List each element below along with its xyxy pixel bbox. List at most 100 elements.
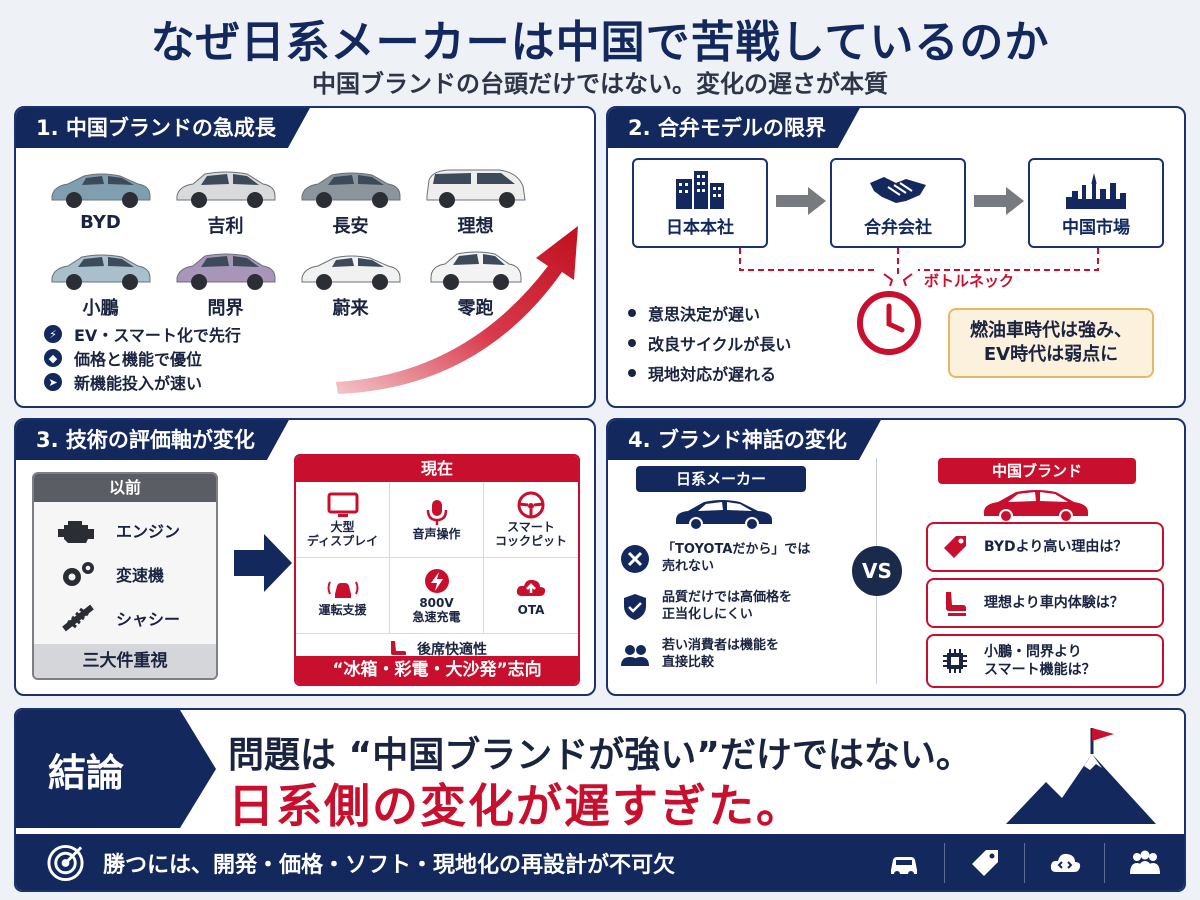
feature-text: 価格と機能で優位 <box>74 350 203 369</box>
japan-point-line1: 品質だけでは高価格を <box>662 590 793 605</box>
china-point-line1: 理想より車内体験は？ <box>984 594 1124 611</box>
city-skyline-icon <box>1066 172 1126 209</box>
price-tag-icon <box>971 850 998 876</box>
china-point-line1: BYDより高い理由は？ <box>984 538 1128 555</box>
brand-card: 理想 <box>413 162 538 238</box>
feature-item: ⚡ EV・スマート化で先行 <box>44 322 241 346</box>
japan-point-line2: 売れない <box>662 558 715 574</box>
bar-icon-cell <box>1024 843 1104 883</box>
gears-icon <box>63 562 94 586</box>
chip-icon <box>943 649 967 673</box>
car-icon <box>176 253 275 290</box>
now-footer: “冰箱・彩電・大沙発”志向 <box>296 656 578 684</box>
shield-check-icon <box>624 593 646 620</box>
brand-name: 問界 <box>207 298 244 319</box>
brand-card: 問界 <box>163 244 288 320</box>
japan-point-line1: 「TOYOTAだから」では <box>662 542 811 557</box>
china-point-line2: スマート機能は？ <box>984 662 1096 678</box>
page-subtitle: 中国ブランドの台頭だけではない。変化の遅さが本質 <box>312 70 888 98</box>
feature-text: EV・スマート化で先行 <box>74 326 241 345</box>
japan-point: 「TOYOTAだから」では売れない <box>620 542 850 576</box>
suspension-icon <box>62 604 94 632</box>
now-feature-line2: コックピット <box>494 533 567 548</box>
brand-name: BYD <box>80 212 121 233</box>
brand-card: 長安 <box>288 162 413 238</box>
cloud-upload-icon <box>516 579 546 596</box>
now-feature-line1: 大型 <box>330 519 355 534</box>
users-icon <box>621 644 649 666</box>
now-feature-line1: スマート <box>507 519 555 534</box>
panel-chinese-brand-growth: 1. 中国ブランドの急成長 BYD 吉利 長安 理想 小鵬 問界 蔚来 <box>14 106 596 408</box>
close-icon <box>621 544 649 573</box>
note-box: 燃油車時代は強み、 EV時代は弱点に <box>948 308 1154 378</box>
seat-icon <box>946 592 966 616</box>
panel3-heading: 3. 技術の評価軸が変化 <box>16 420 289 460</box>
before-item: シャシー <box>34 596 216 640</box>
display-icon <box>327 492 358 517</box>
brand-card: 吉利 <box>163 162 288 238</box>
target-icon <box>47 844 84 882</box>
japan-point: 若い消費者は機能を直接比較 <box>620 638 850 672</box>
brand-name: 小鵬 <box>82 298 119 319</box>
panel-brand-myth: 4. ブランド神話の変化 日系メーカー 「TOYOTAだから」では売れない 品質… <box>606 418 1186 696</box>
before-item: 変速機 <box>34 552 216 596</box>
car-icon <box>891 857 917 877</box>
before-item-label: シャシー <box>116 610 181 629</box>
japan-point: 品質だけでは高価格を正当化しにくい <box>620 590 850 624</box>
fast-charge-icon <box>424 568 449 593</box>
now-feature-line1: 運転支援 <box>318 602 367 617</box>
car-icon <box>51 254 150 290</box>
japan-label: 日系メーカー <box>636 466 806 492</box>
japan-point-line1: 若い消費者は機能を <box>662 638 780 653</box>
china-point: 小鵬・問界よりスマート機能は？ <box>926 634 1164 688</box>
china-point: 理想より車内体験は？ <box>926 578 1164 628</box>
conclusion-line2: 日系側の変化が遅すぎた。 <box>228 779 804 833</box>
flow-jv-company: 合弁会社 <box>830 158 966 248</box>
panel-jv-model-limits: 2. 合弁モデルの限界 日本本社 合弁会社 中国市場 ボトルネック <box>606 106 1186 408</box>
brand-name: 理想 <box>457 216 494 237</box>
before-item-label: エンジン <box>116 522 181 541</box>
conclusion-line1: 問題は “中国ブランドが強い”だけではない。 <box>228 735 972 776</box>
driver-assist-icon <box>327 581 358 598</box>
conclusion-bar: 勝つには、開発・価格・ソフト・現地化の再設計が不可欠 <box>16 834 1184 890</box>
microphone-icon <box>426 499 447 525</box>
bar-icon-cell <box>864 843 944 883</box>
china-point-line1: 小鵬・問界より <box>984 643 1082 660</box>
feature-list: ⚡ EV・スマート化で先行 ◆ 価格と機能で優位 ➤ 新機能投入が速い <box>44 322 241 394</box>
brand-card: 零跑 <box>413 244 538 320</box>
now-feature: OTA <box>484 558 578 634</box>
now-seat-label: 後席快適性 <box>417 642 487 658</box>
growth-arrow-icon <box>336 226 578 394</box>
bottleneck-label: ボトルネック <box>924 272 1015 290</box>
list-item: 改良サイクルが長い <box>628 328 791 358</box>
clock-icon <box>857 291 921 355</box>
panel1-heading: 1. 中国ブランドの急成長 <box>16 108 310 148</box>
arrow-right-icon <box>776 187 826 215</box>
note-line1: 燃油車時代は強み、 <box>970 319 1132 341</box>
car-icon <box>176 171 275 208</box>
list-item: 意思決定が遅い <box>628 298 791 328</box>
flow-china-market: 中国市場 <box>1028 158 1164 248</box>
handshake-icon <box>870 176 926 203</box>
now-feature: 大型ディスプレイ <box>296 482 390 558</box>
price-tag-icon: ◆ <box>44 349 62 367</box>
car-icon <box>984 490 1088 522</box>
panel-tech-axis-shift: 3. 技術の評価軸が変化 以前 エンジン 変速機 シャシー 三大件重視 現在 大… <box>14 418 596 696</box>
feature-item: ◆ 価格と機能で優位 <box>44 346 241 370</box>
brand-card: BYD <box>38 162 163 238</box>
now-feature: 音声操作 <box>390 482 484 558</box>
feature-text: 新機能投入が速い <box>74 374 203 393</box>
vs-badge: VS <box>852 546 902 596</box>
bar-icon-cell <box>944 843 1024 883</box>
brand-car-grid: BYD 吉利 長安 理想 小鵬 問界 蔚来 零跑 <box>38 162 538 320</box>
cloud-code-icon <box>1050 853 1080 872</box>
bar-icon-cell <box>1104 843 1184 883</box>
minivan-icon <box>426 169 526 208</box>
conclusion-section: 結論 問題は “中国ブランドが強い”だけではない。 日系側の変化が遅すぎた。 勝… <box>14 708 1186 892</box>
car-icon <box>301 172 400 208</box>
now-feature-line2: ディスプレイ <box>306 533 379 548</box>
flow-label: 合弁会社 <box>864 217 932 238</box>
rocket-icon: ➤ <box>44 373 62 391</box>
car-icon <box>301 255 400 290</box>
